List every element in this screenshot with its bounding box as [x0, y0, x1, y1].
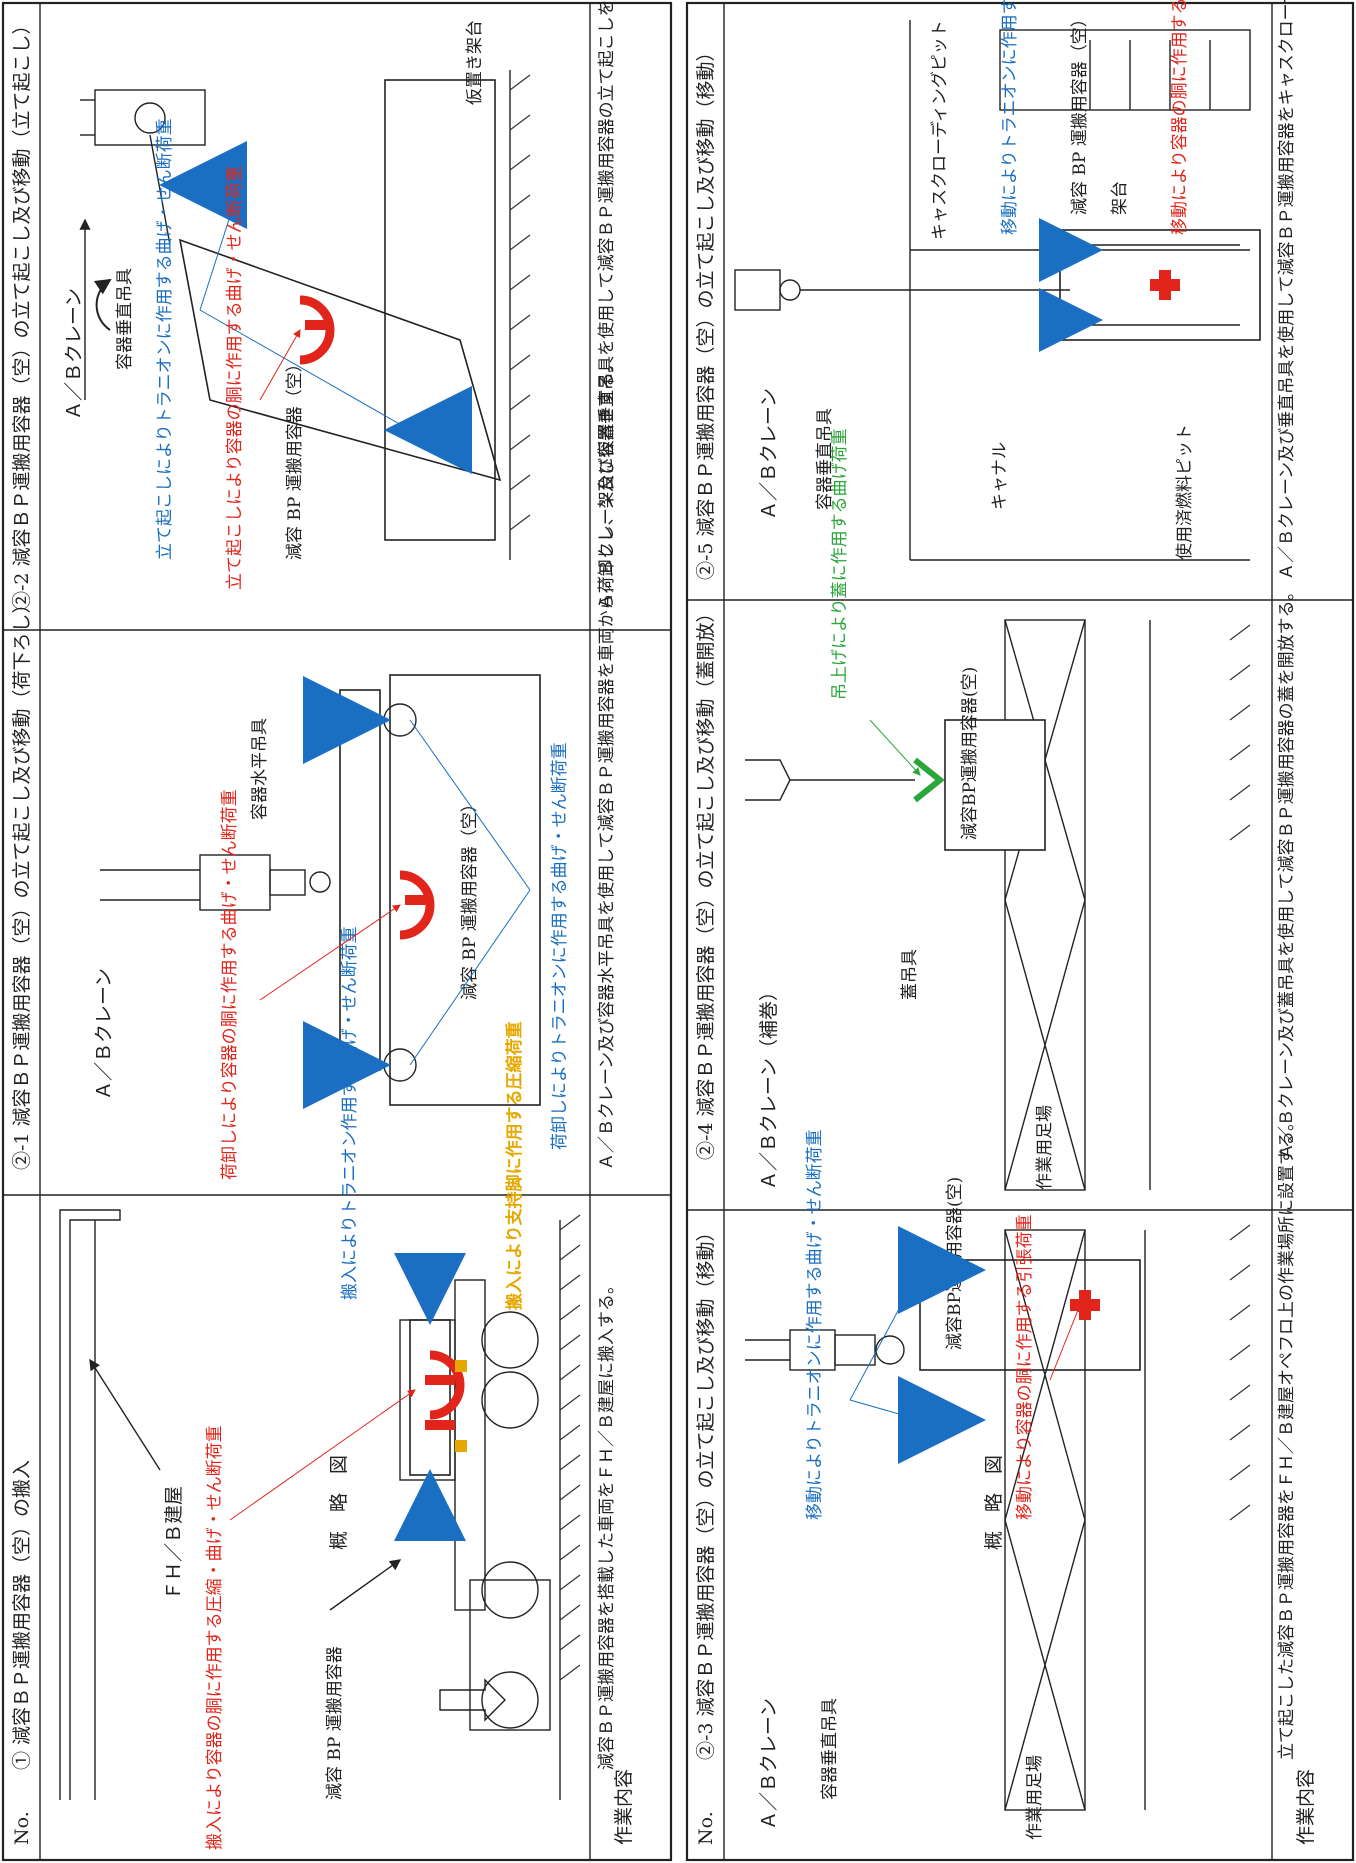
section-2-5: ②-5 減容ＢＰ運搬用容器（空）の立て起こし及び移動（移動） Ａ／Ｂクレーン及び…	[695, 0, 1297, 580]
section-2-4-content: Ａ／Ｂクレーン及び蓋吊具を使用して減容ＢＰ運搬用容器の蓋を開放する。	[1276, 583, 1297, 1160]
section-2-1-title: ②-1 減容ＢＰ運搬用容器（空）の立て起こし及び移動（荷下ろし）	[11, 594, 33, 1170]
section-2-3-title: ②-3 減容ＢＰ運搬用容器（空）の立て起こし及び移動（移動）	[695, 1222, 717, 1760]
crane-hook-21	[100, 854, 331, 911]
loading-pit-label: キャスクローディングピット	[929, 20, 950, 240]
section-2-4-title: ②-4 減容ＢＰ運搬用容器（空）の立て起こし及び移動（蓋開放）	[695, 603, 717, 1160]
blue-note-21: 荷卸しによりトラニオンに作用する曲げ・せん断荷重	[550, 742, 570, 1150]
container-on-truck	[409, 1319, 451, 1476]
right-table-headers: No. 概 略 図 作業内容	[695, 1455, 1317, 1845]
blue-note-1: 搬入によりトラニオン作用する曲げ・せん断荷重	[340, 926, 360, 1300]
section-2-5-title: ②-5 減容ＢＰ運搬用容器（空）の立て起こし及び移動（移動）	[695, 42, 717, 580]
canal-label: キャナル	[990, 442, 1010, 510]
crane-label-21: Ａ／Ｂクレーン	[93, 968, 115, 1100]
section-1-title: ① 減容ＢＰ運搬用容器（空）の搬入	[11, 1460, 33, 1770]
container-25	[1059, 229, 1261, 341]
red-note-23: 移動により容器の胴に作用する引張荷重	[1015, 1214, 1035, 1520]
scaffold-label-23: 作業用足場	[1025, 1755, 1045, 1840]
scaffold-23	[1004, 1229, 1086, 1811]
container-22	[178, 238, 502, 482]
section-2-1: ②-1 減容ＢＰ運搬用容器（空）の立て起こし及び移動（荷下ろし） Ａ／Ｂクレーン…	[11, 355, 617, 1180]
vessel-24	[944, 719, 1046, 851]
temporary-stand	[384, 79, 496, 541]
label-no-r: No.	[695, 1811, 717, 1845]
hanger-label-25: 容器垂直吊具	[815, 408, 835, 510]
lid-hanger-green	[913, 757, 945, 803]
label-diagram: 概 略 図	[328, 1455, 350, 1550]
crane-label-22: Ａ／Ｂクレーン	[63, 288, 85, 420]
hanger-label-21: 容器水平吊具	[250, 718, 270, 820]
truck	[399, 1279, 551, 1731]
container-label-25: 減容 BP 運搬用容器（空）	[1070, 10, 1090, 215]
section-1: ① 減容ＢＰ運搬用容器（空）の搬入 減容ＢＰ運搬用容器を搭載した車両をＦＨ／Ｂ建…	[11, 926, 617, 1850]
label-content: 作業内容	[613, 1769, 635, 1845]
label-no: No.	[11, 1811, 33, 1845]
container-label-22: 減容 BP 運搬用容器（空）	[285, 355, 305, 560]
left-table-headers: No. 概 略 図 作業内容	[11, 1455, 635, 1845]
scaffold-24	[1004, 619, 1086, 1191]
vessel-label-23: 減容BP運搬用容器(空)	[945, 1177, 965, 1350]
crane-hook-25	[734, 269, 1070, 311]
direction-arrow	[439, 1678, 506, 1722]
stand-label-25: 架台	[1110, 181, 1130, 215]
building-label: ＦＨ／Ｂ建屋	[163, 1486, 185, 1600]
red-note-1a: 搬入により容器の胴に作用する圧縮・曲げ・せん断荷重	[205, 1425, 225, 1850]
crane-label-25: Ａ／Ｂクレーン	[758, 388, 780, 520]
crane-label-24: Ａ／Ｂクレーン（補巻）	[758, 982, 780, 1190]
hanger-label-23: 容器垂直吊具	[820, 1698, 840, 1800]
blue-note-22: 立て起こしによりトラニオンに作用する曲げ・せん断荷重	[155, 118, 175, 560]
container-21	[389, 674, 541, 1106]
lid-hanger-label: 蓋吊具	[900, 949, 920, 1000]
hanger-label-22: 容器垂直吊具	[115, 268, 135, 370]
red-moment	[429, 1350, 465, 1420]
crane-hook-22	[80, 89, 206, 146]
crane-aux-hook	[745, 759, 915, 801]
stand-label-22: 仮置き架台	[465, 20, 485, 105]
pools-25	[909, 20, 1251, 561]
vessel-label-24: 減容BP運搬用容器(空)	[960, 667, 980, 840]
spent-pit-label: 使用済燃料ピット	[1174, 424, 1195, 560]
section-2-3-content: 立て起こした減容ＢＰ運搬用容器をＦＨ／Ｂ建屋オペフロ上の作業場所に設置する。	[1277, 1114, 1297, 1760]
container-label-21: 減容 BP 運搬用容器（空）	[460, 795, 480, 1000]
blue-note-25: 移動によりトラニオンに作用する曲げ・せん断荷重	[1000, 0, 1020, 235]
section-2-3: ②-3 減容ＢＰ運搬用容器（空）の立て起こし及び移動（移動） 立て起こした減容Ｂ…	[695, 1114, 1297, 1840]
section-1-content: 減容ＢＰ運搬用容器を搭載した車両をＦＨ／Ｂ建屋に搬入する。	[597, 1277, 617, 1770]
ground-hatch	[559, 1214, 581, 1681]
vessel-23	[919, 1259, 1141, 1371]
gold-note-1: 搬入により支持脚に作用する圧縮荷重	[504, 1021, 525, 1310]
label-diagram-r: 概 略 図	[983, 1455, 1005, 1550]
blue-note-23: 移動によりトラニオンに作用する曲げ・せん断荷重	[805, 1129, 825, 1520]
section-2-5-content: Ａ／Ｂクレーン及び垂直吊具を使用して減容ＢＰ運搬用容器をキャスクローディングピッ…	[1276, 0, 1297, 580]
crane-label-23: Ａ／Ｂクレーン	[758, 1698, 780, 1830]
green-note-24: 吊上げにより蓋に作用する曲げ荷重	[830, 428, 850, 700]
scaffold-label-24: 作業用足場	[1035, 1105, 1055, 1190]
section-2-2: ②-2 減容ＢＰ運搬用容器（空）の立て起こし及び移動（立て起こし） Ａ／Ｂクレー…	[11, 0, 617, 610]
building-wall	[59, 1209, 121, 1800]
red-note-25: 移動により容器の胴に作用する引張荷重	[1170, 0, 1190, 235]
section-2-2-title: ②-2 減容ＢＰ運搬用容器（空）の立て起こし及び移動（立て起こし）	[11, 15, 33, 610]
crane-hook-23	[745, 1329, 905, 1371]
label-content-r: 作業内容	[1295, 1769, 1317, 1845]
red-note-22: 立て起こしにより容器の胴に作用する曲げ・せん断荷重	[225, 165, 245, 590]
container-label: 減容 BP 運搬用容器	[325, 1646, 345, 1800]
section-2-4: ②-4 減容ＢＰ運搬用容器（空）の立て起こし及び移動（蓋開放） Ａ／Ｂクレーン及…	[695, 428, 1297, 1191]
red-note-21: 荷卸しにより容器の胴に作用する曲げ・せん断荷重	[220, 789, 240, 1180]
section-2-1-content: Ａ／Ｂクレーン及び容器水平吊具を使用して減容ＢＰ運搬用容器を車両から荷卸しし、架…	[596, 355, 617, 1170]
section-2-2-content: Ａ／Ｂクレーン及び容器垂直吊具を使用して減容ＢＰ運搬用容器の立て起こしを行う。	[596, 0, 617, 610]
